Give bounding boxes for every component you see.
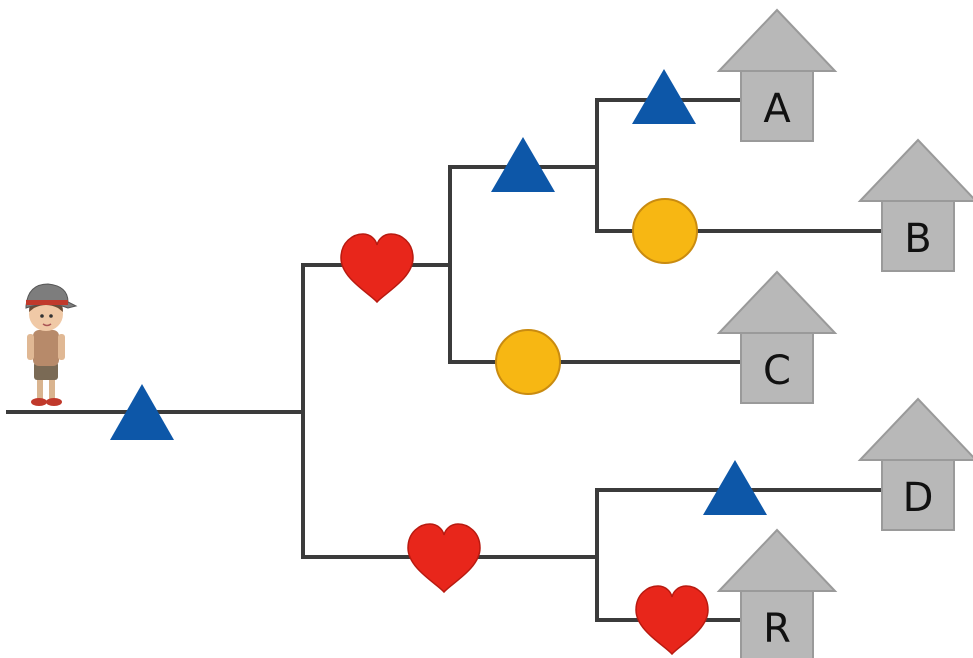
house-a: A [716,8,838,142]
heart-icon [340,233,414,304]
house-label: A [763,86,791,132]
triangle-icon [703,460,767,515]
house-d: D [857,397,973,531]
triangle-icon [632,69,696,124]
child-figure [25,283,78,406]
triangle-icon [491,137,555,192]
house-b: B [857,138,973,272]
triangle-icon [110,384,174,440]
house-label: B [904,216,931,262]
house-r: R [716,528,838,658]
circle-icon [495,329,561,395]
heart-icon [635,585,709,656]
house-label: C [763,348,791,394]
heart-icon [407,523,481,594]
house-c: C [716,270,838,404]
house-label: R [763,606,791,652]
circle-icon [632,198,698,264]
house-label: D [903,475,934,521]
